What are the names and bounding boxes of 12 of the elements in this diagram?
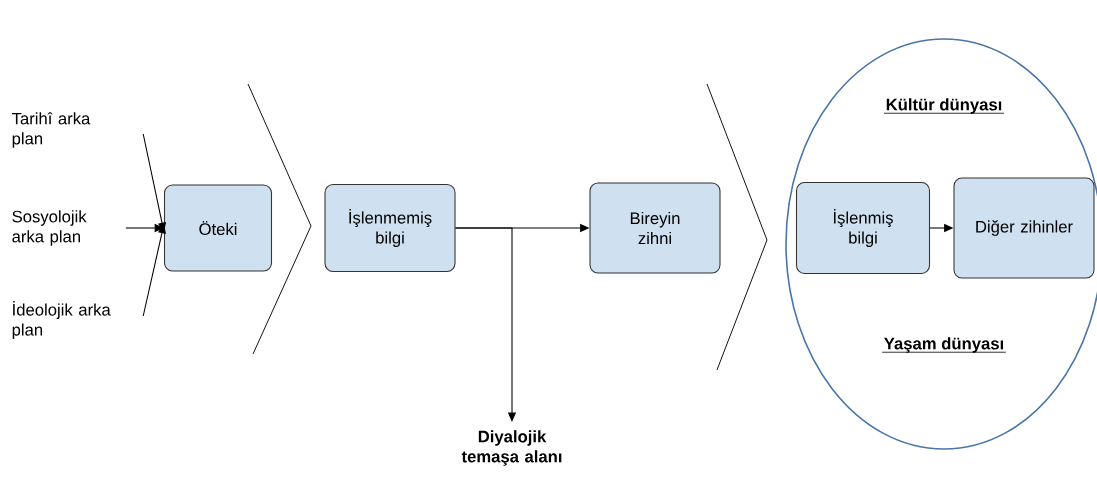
process-box: İşlenmemiş bilgi bbox=[324, 183, 456, 273]
text-label: Sosyolojik arka plan bbox=[12, 210, 87, 246]
process-box: İşlenmiş bilgi bbox=[795, 181, 931, 275]
process-box: Diğer zihinler bbox=[953, 177, 1095, 279]
text-label: Tarihî arka plan bbox=[12, 112, 91, 148]
arrow bbox=[455, 227, 517, 422]
text-label: Diyalojik temaşa alanı bbox=[461, 430, 562, 466]
underlined-heading: Kültür dünyası bbox=[883, 98, 1005, 114]
underlined-heading: Yaşam dünyası bbox=[881, 337, 1007, 353]
process-box: Öteki bbox=[163, 184, 273, 272]
process-box: Bireyin zihni bbox=[589, 182, 721, 274]
text-label: İdeolojik arka plan bbox=[12, 301, 111, 339]
